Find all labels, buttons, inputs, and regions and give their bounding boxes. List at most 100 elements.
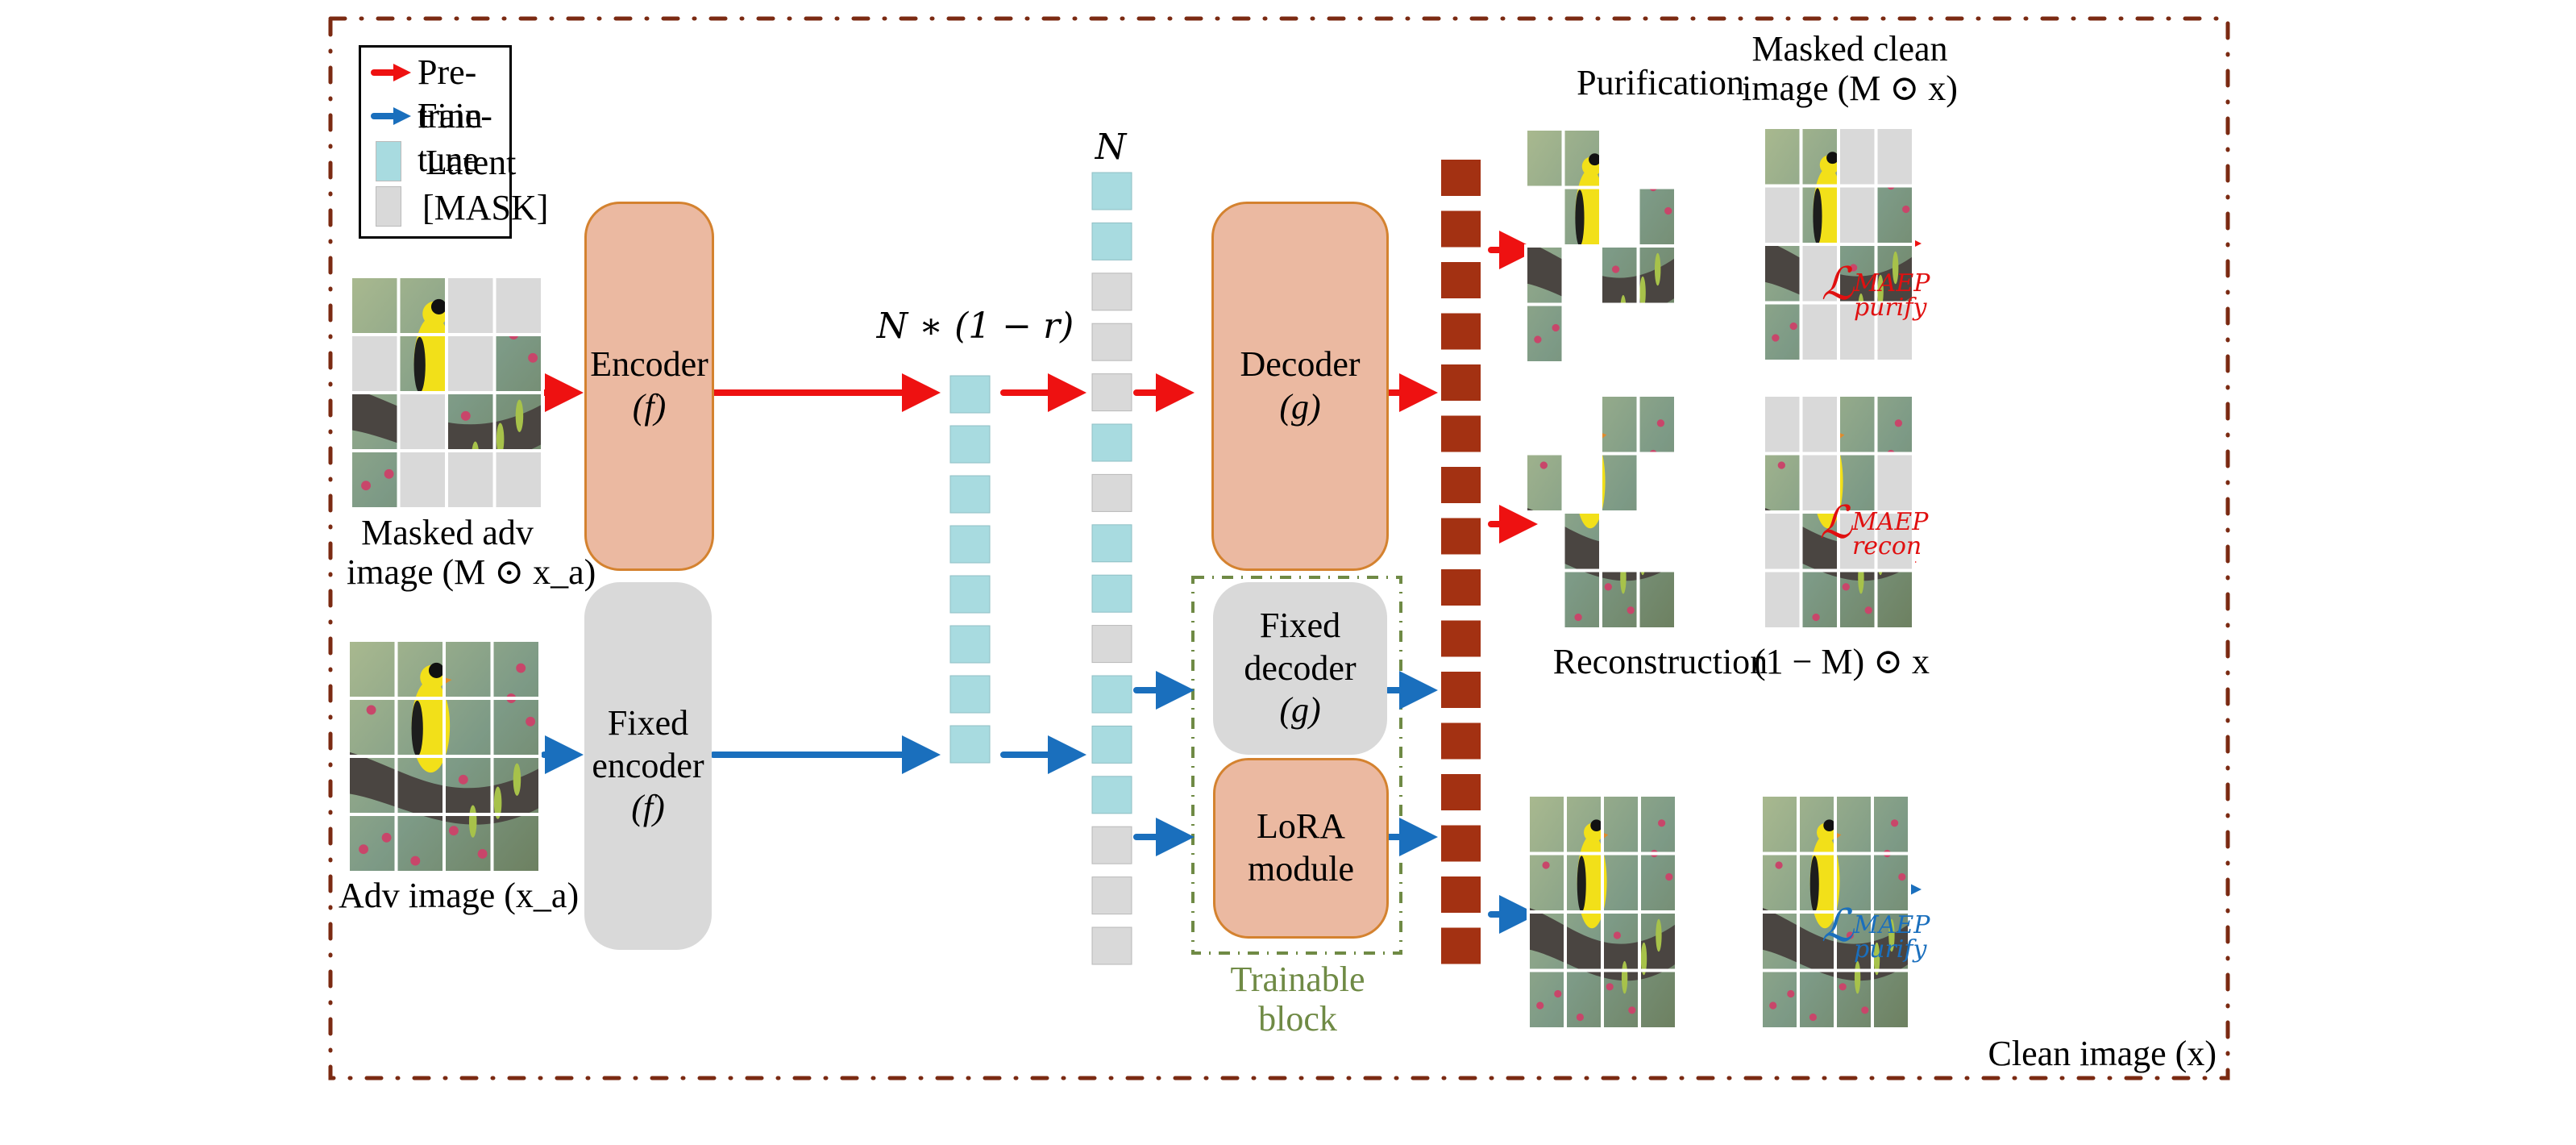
mask-patch	[494, 277, 542, 335]
module-label: Fixed	[607, 702, 689, 743]
trainable-line: block	[1258, 999, 1337, 1039]
mask-patch	[447, 451, 495, 509]
loss-subscript: purify	[1853, 293, 1927, 322]
complement-clean-image	[1762, 393, 1915, 631]
bird-body	[1575, 169, 1606, 263]
mask-token	[1091, 826, 1132, 864]
blossom	[1554, 989, 1562, 998]
blossom	[1611, 531, 1620, 539]
full-latent-token	[1091, 776, 1132, 814]
blossom	[1658, 819, 1666, 827]
module-symbol: (f)	[632, 387, 667, 427]
leaf	[1873, 942, 1880, 976]
bird-cap	[1589, 153, 1602, 166]
blossom	[458, 774, 468, 785]
mask-token	[1091, 876, 1132, 915]
blossom	[448, 826, 459, 836]
mask-patch	[447, 277, 495, 335]
mask-token	[1091, 926, 1132, 965]
patch-border	[1636, 244, 1677, 306]
module-symbol: (g)	[1279, 387, 1321, 427]
purification-patches	[1524, 127, 1677, 364]
leaf	[1877, 274, 1884, 308]
blossom	[1665, 872, 1673, 881]
legend-item-finetune: Fine-tune	[361, 94, 509, 179]
caption-line: Masked clean	[1751, 29, 1948, 69]
blossom	[1574, 347, 1582, 356]
bird-cap	[1823, 819, 1835, 832]
legend-label: Pre-train	[418, 52, 483, 135]
leaf	[513, 763, 521, 796]
leaf	[1620, 560, 1627, 594]
blossom	[1574, 613, 1582, 622]
module-label: LoRA	[1256, 806, 1345, 847]
trainable-block-label: Trainable block	[1201, 960, 1394, 1039]
module-symbol: (g)	[1279, 690, 1321, 731]
blossom	[1664, 473, 1672, 481]
mask-patch	[1876, 453, 1913, 512]
blossom	[359, 844, 368, 855]
patch-border	[490, 813, 542, 874]
blossom	[1777, 461, 1785, 469]
mask-swatch-icon	[376, 186, 401, 227]
latent-swatch-icon	[376, 141, 401, 181]
mask-patch	[1839, 127, 1876, 186]
blossom	[1894, 419, 1903, 427]
module-label: module	[1248, 849, 1354, 889]
bird-cap	[428, 662, 444, 678]
mask-token	[1091, 273, 1132, 311]
blossom	[516, 663, 526, 673]
trainable-line: Trainable	[1230, 960, 1365, 999]
output-token	[1441, 876, 1481, 913]
bird-body	[1813, 167, 1843, 261]
leaf	[1640, 942, 1647, 976]
blossom	[1627, 606, 1635, 614]
leaf	[1854, 960, 1861, 994]
blossom	[410, 856, 421, 866]
legend-item-mask: [MASK]	[361, 186, 548, 230]
purified-image	[1527, 793, 1678, 1030]
blossom	[1846, 931, 1854, 939]
legend: Pre-train Fine-tune Latent [MASK]	[359, 45, 548, 239]
bird-wing	[413, 336, 426, 393]
loss-symbol: ℒ	[1819, 497, 1852, 549]
output-token	[1441, 313, 1481, 350]
output-token	[1441, 364, 1481, 401]
blossom	[1656, 153, 1665, 161]
blossom	[1536, 1001, 1544, 1010]
blossom	[381, 832, 392, 843]
blossom	[361, 481, 371, 491]
leaf	[1892, 251, 1899, 285]
output-token	[1441, 160, 1481, 196]
output-token	[1441, 415, 1481, 452]
blossom	[1552, 589, 1560, 598]
visible-latent-token	[949, 625, 991, 664]
leaf	[515, 399, 524, 432]
leaf	[1656, 918, 1662, 952]
mask-token	[1091, 373, 1132, 412]
output-token	[1441, 620, 1481, 657]
visible-token-count-label: N ∗ (1 − r)	[876, 306, 1074, 347]
output-token	[1441, 569, 1481, 606]
leaf	[1654, 252, 1661, 286]
mask-patch	[1876, 512, 1913, 571]
blossom	[477, 849, 488, 859]
output-token	[1441, 518, 1481, 555]
mask-patch	[1764, 185, 1801, 244]
patch-border	[1524, 302, 1565, 364]
trainable-block-frame	[1191, 576, 1402, 955]
mask-patch	[1764, 395, 1801, 454]
blossom	[1902, 205, 1910, 214]
mask-patch	[398, 393, 447, 451]
blossom	[1772, 334, 1780, 342]
full-latent-token	[1091, 675, 1132, 714]
reconstruction-label: Reconstruction	[1552, 642, 1768, 681]
blossom	[1534, 335, 1542, 344]
loss-symbol: ℒ	[1821, 258, 1854, 310]
blossom	[1627, 340, 1635, 348]
mask-patch	[1876, 302, 1913, 361]
blossom	[1664, 206, 1672, 215]
blossom	[1861, 1006, 1869, 1014]
